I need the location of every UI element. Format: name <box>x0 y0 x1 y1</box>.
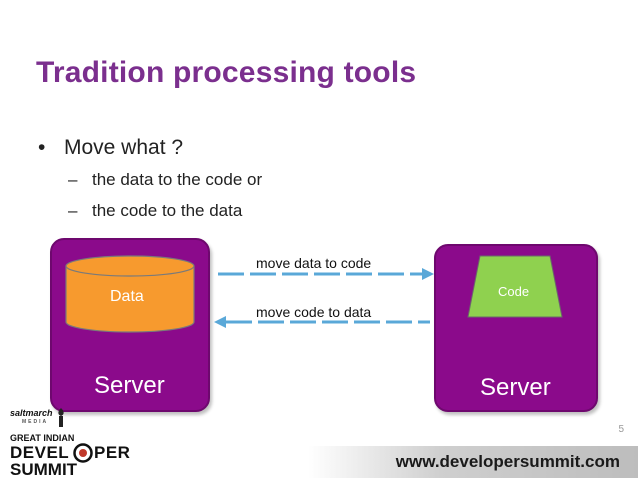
code-label: Code <box>498 284 530 299</box>
torch-icon <box>58 408 64 427</box>
arrow-move-code-to-data <box>214 316 430 328</box>
page-number: 5 <box>618 424 624 435</box>
bullet-text: Move what ? <box>64 136 184 159</box>
footer-url[interactable]: www.developersummit.com <box>395 452 620 471</box>
logo-brand: saltmarch <box>10 408 53 418</box>
logo-line3: SUMMIT <box>10 460 78 479</box>
sub-marker: – <box>68 170 78 189</box>
arrow-label-data-to-code: move data to code <box>256 255 372 271</box>
sub-item-code-to-data: –the code to the data <box>68 201 242 221</box>
sub-item-data-to-code: –the data to the code or <box>68 170 262 190</box>
globe-o-icon <box>73 443 93 463</box>
logo-brand-sub: MEDIA <box>22 419 49 425</box>
sub-item-text: the data to the code or <box>92 170 263 189</box>
right-server-label: Server <box>480 374 551 401</box>
database-label: Data <box>110 288 144 305</box>
bullet-marker: • <box>38 136 46 159</box>
logo-line2-a: DEVEL <box>10 443 70 462</box>
footer-url-bar: www.developersummit.com <box>308 446 638 478</box>
logo-line2-b: PER <box>94 443 131 462</box>
event-logo: saltmarch MEDIA GREAT INDIAN DEVEL PER S… <box>8 406 148 479</box>
arrow-label-code-to-data: move code to data <box>256 304 372 320</box>
left-server-label: Server <box>94 372 165 399</box>
database-cylinder-icon <box>65 255 195 333</box>
sub-marker: – <box>68 201 78 220</box>
sub-item-text: the code to the data <box>92 201 243 220</box>
bullet-move-what: • Move what ? <box>38 136 183 160</box>
slide-title: Tradition processing tools <box>36 56 417 89</box>
logo-line1: GREAT INDIAN <box>10 433 75 443</box>
arrow-move-data-to-code <box>218 268 434 280</box>
code-block-icon <box>467 255 563 318</box>
arrows-group <box>214 268 434 328</box>
